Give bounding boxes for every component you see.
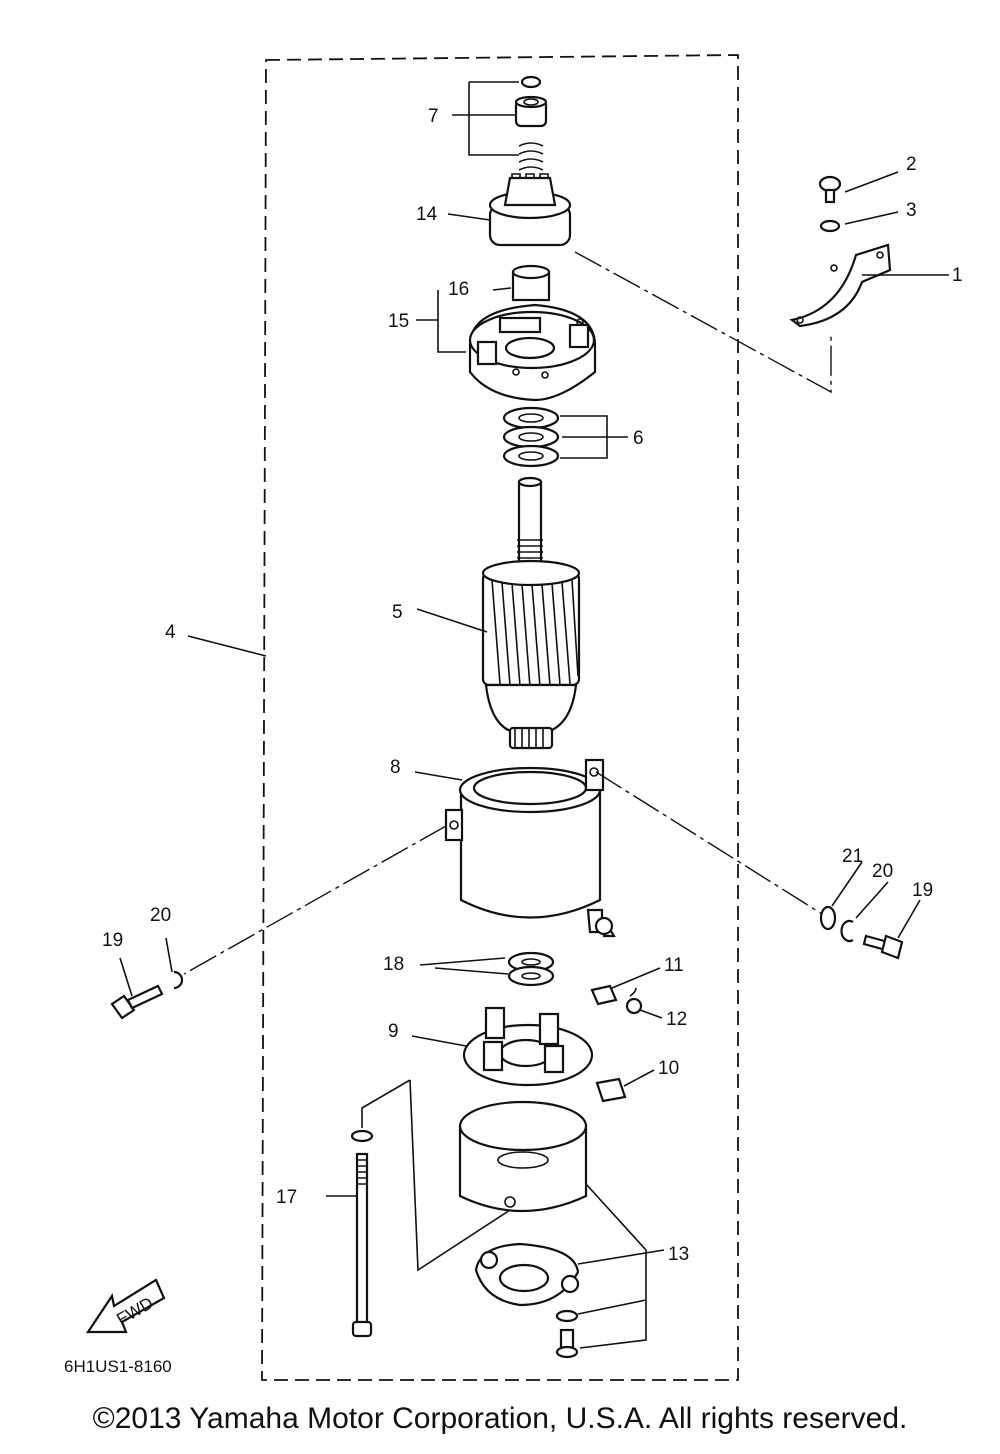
- part-21-washer-right: [819, 905, 837, 931]
- callout-12: 12: [666, 1009, 687, 1030]
- callout-20-right: 20: [872, 861, 893, 882]
- copyright-notice: ©2013 Yamaha Motor Corporation, U.S.A. A…: [92, 1402, 908, 1435]
- callout-2: 2: [906, 154, 917, 175]
- part-2-screw: [818, 175, 842, 204]
- fwd-arrow-icon: FWD: [85, 1278, 166, 1334]
- part-16-bushing: [511, 264, 551, 302]
- callout-6: 6: [633, 428, 644, 449]
- callout-18: 18: [383, 954, 404, 975]
- callout-16: 16: [448, 279, 469, 300]
- callout-17: 17: [276, 1187, 297, 1208]
- part-1-bracket: [789, 243, 892, 328]
- part-19-bolt-left: [110, 984, 164, 1020]
- part-19-bolt-right: [862, 934, 904, 960]
- drawing-code: 6H1US1-8160: [64, 1357, 172, 1376]
- part-8-yoke: [444, 758, 616, 938]
- callout-13: 13: [668, 1244, 689, 1265]
- part-17-through-bolt: [350, 1129, 374, 1338]
- part-3-washer: [819, 219, 841, 233]
- callout-4: 4: [165, 622, 176, 643]
- callout-5: 5: [392, 602, 403, 623]
- part-12-spring: [625, 987, 643, 1015]
- callout-10: 10: [658, 1058, 679, 1079]
- part-9-brush-holder: [462, 1006, 594, 1087]
- callout-1: 1: [952, 265, 963, 286]
- part-6-washers: [502, 406, 628, 468]
- part-13-end-cover: [458, 1100, 588, 1359]
- callout-21: 21: [842, 846, 863, 867]
- callout-19-right: 19: [912, 880, 933, 901]
- part-7-group: [452, 75, 548, 171]
- part-15-bracket: [468, 303, 597, 402]
- callout-9: 9: [388, 1021, 399, 1042]
- part-20-washer-right: [840, 919, 854, 943]
- leader-lines: [119, 171, 949, 1349]
- callout-11: 11: [664, 955, 684, 976]
- part-10-brush: [595, 1077, 627, 1103]
- part-14-pinion: [488, 173, 572, 247]
- assembly-boundary: [261, 54, 739, 1381]
- assembly-lines: [183, 251, 832, 975]
- part-18-washers: [507, 951, 555, 987]
- callout-7: 7: [428, 106, 439, 127]
- callout-14: 14: [416, 204, 438, 225]
- callout-3: 3: [906, 200, 917, 221]
- callout-15: 15: [388, 311, 409, 332]
- callout-20-left: 20: [150, 905, 171, 926]
- part-20-washer-left: [173, 970, 184, 990]
- part-5-armature: [481, 476, 581, 750]
- part-11-brush: [590, 984, 618, 1006]
- callout-8: 8: [390, 757, 401, 778]
- callout-19-left: 19: [102, 930, 123, 951]
- callout-labels: 1 2 3 4 5 6 7 8 9 10 11 12 13 14 15 16 1…: [102, 106, 963, 1265]
